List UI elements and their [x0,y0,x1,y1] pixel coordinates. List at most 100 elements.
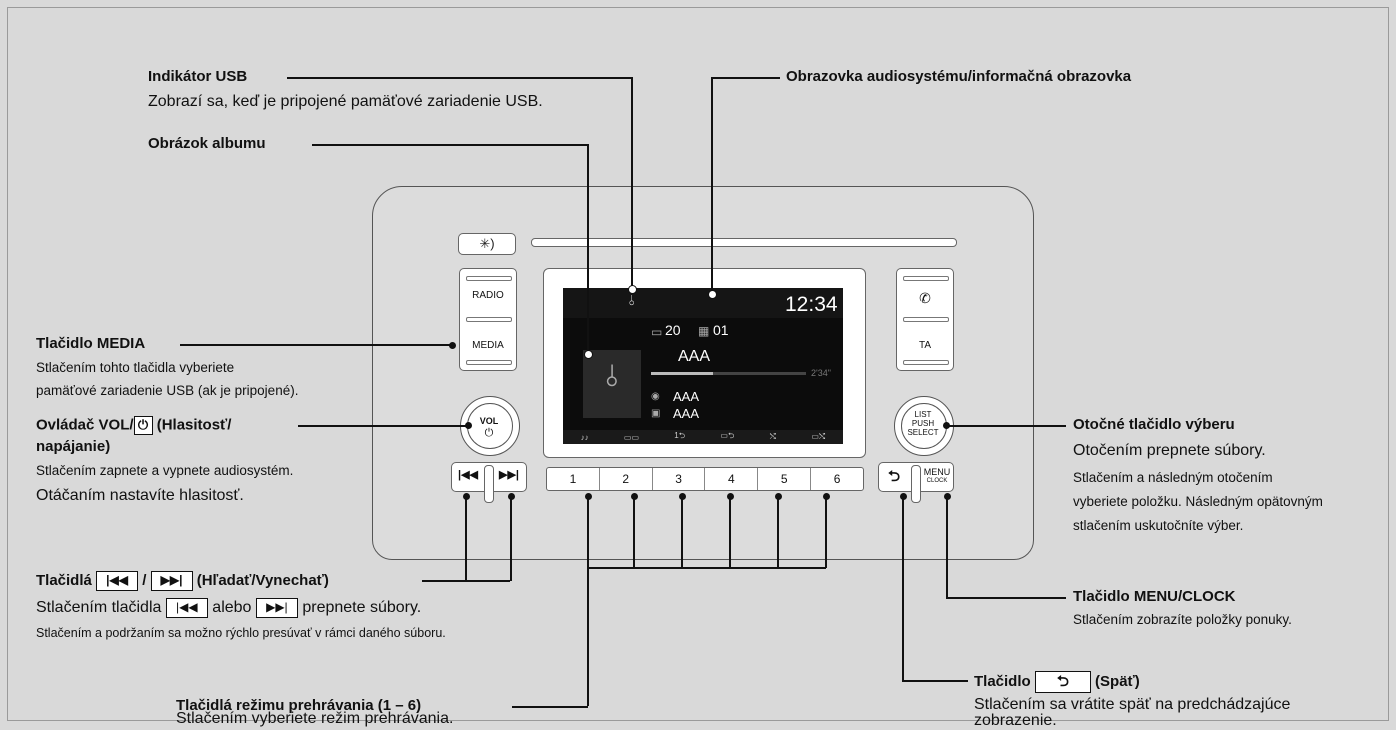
day-night-button[interactable]: ✳︎) [458,233,516,255]
skip-back-icon: |◀◀ [165,598,208,618]
vol-label: VOL [479,416,499,426]
screen-top-bar [563,288,843,318]
seek-back-button[interactable]: |◀◀ [458,469,478,481]
album-title: Obrázok albumu [148,135,266,152]
seek-forward-button[interactable]: ▶▶| [499,469,519,481]
seek-desc-1b: alebo [207,599,256,617]
phone-icon[interactable]: ✆ [919,290,931,306]
select-desc-1: Otočením prepnete súbory. [1073,442,1266,459]
play-mode-buttons: 1 2 3 4 5 6 [546,467,864,491]
play-mode-bar: ♪♪▭▭1⮌▭⮌⤭▭⤭ [563,430,843,444]
seek-desc-2: Stlačením a podržaním sa možno rýchlo pr… [36,626,446,640]
vol-knob-inner [467,403,513,449]
media-button[interactable]: MEDIA [472,340,504,351]
play-dot-1 [584,492,592,500]
play-dot-3 [678,492,686,500]
skip-forward-icon: ▶▶| [150,571,193,591]
mode-icon-5: ⤭ [769,432,777,441]
folder-icon: ▭ [651,325,663,339]
media-leader-dot [448,341,456,349]
play-leader-tail [512,706,588,708]
screen-title: Obrazovka audiosystému/informačná obrazo… [786,68,1132,85]
album-leader-h [312,144,588,146]
select-desc-3: vyberiete položku. Následným opätovným [1073,494,1323,509]
select-desc-4: stlačením uskutočníte výber. [1073,518,1244,533]
album-leader-v [587,144,589,354]
back-title-a: Tlačidlo [974,672,1031,690]
seek-leader-dot1 [462,492,470,500]
play-mode-button-1[interactable]: 1 [547,468,600,490]
back-button[interactable]: ⮌ [887,468,900,485]
disc-slot [531,238,957,247]
select-leader-h [946,425,1066,427]
media-divider [466,317,512,322]
time-remaining: 2'34" [811,368,831,378]
media-title: Tlačidlo MEDIA [36,335,146,352]
track-icon: ▦ [698,324,710,338]
select-leader-dot [942,421,950,429]
mode-icon-1: ♪♪ [580,432,589,442]
folder-number: 20 [665,322,681,338]
radio-button[interactable]: RADIO [472,290,504,301]
menu-button[interactable]: MENU [923,467,951,477]
back-leader-v [902,496,904,681]
seek-title-a: Tlačidlá [36,571,92,589]
artist-icon: ◉ [651,391,660,402]
usb-desc: Zobrazí sa, keď je pripojené pamäťové za… [148,93,543,110]
menu-title: Tlačidlo MENU/CLOCK [1073,588,1236,605]
back-leader-dot [899,492,907,500]
back-desc-1: Stlačením sa vrátite späť na predchádzaj… [974,696,1291,713]
mode-icon-6: ▭⤭ [811,432,826,441]
progress-bar [651,372,806,375]
play-leader-v4 [729,496,731,568]
album-art [583,350,641,418]
seek-leader-v2 [510,496,512,581]
select-label-1: LIST [914,410,932,419]
select-title: Otočné tlačidlo výberu [1073,416,1235,433]
play-leader-v2 [633,496,635,568]
play-leader-v5 [777,496,779,568]
usb-leader-h [287,77,631,79]
select-label-2: PUSH [911,419,935,428]
media-desc-2: pamäťové zariadenie USB (ak je pripojené… [36,383,299,398]
audio-screen: ⫰ 12:34 ⫰ ▭ 20 ▦ 01 AAA 2'34" ◉ AAA ▣ AA… [563,288,843,444]
vol-title-c: napájanie) [36,438,111,455]
seek-divider [484,465,494,503]
seek-desc-1c: prepnete súbory. [297,599,422,617]
vol-desc-2: Otáčaním nastavíte hlasitosť. [36,487,244,504]
vol-title-a: Ovládač VOL/ [36,416,134,434]
ta-divider-bottom [903,360,949,365]
phone-ta-block [896,268,954,371]
back-desc-2: zobrazenie. [974,712,1057,729]
usb-leader-dot [627,284,637,294]
clock-label: CLOCK [926,478,948,484]
seek-title-b: (Hľadať/Vynechať) [192,571,329,589]
media-desc-1: Stlačením tohto tlačidla vyberiete [36,360,235,375]
vol-leader-h [298,425,468,427]
play-mode-button-4[interactable]: 4 [705,468,759,490]
ta-button[interactable]: TA [918,340,932,351]
vol-leader-dot [464,421,472,429]
back-title: Tlačidlo ⮌ (Späť) [974,671,1140,693]
media-divider-bottom [466,360,512,365]
ta-divider [903,317,949,322]
seek-desc-1: Stlačením tlačidla |◀◀ alebo ▶▶| prepnet… [36,598,421,618]
usb-title: Indikátor USB [148,68,248,85]
vol-title-b: (Hlasitosť/ [152,416,232,434]
play-mode-button-5[interactable]: 5 [758,468,812,490]
seek-title: Tlačidlá |◀◀ / ▶▶| (Hľadať/Vynechať) [36,571,329,591]
seek-title-sep: / [138,571,151,589]
play-leader-v6 [825,496,827,568]
play-leader-v3 [681,496,683,568]
seek-leader-v1 [465,496,467,581]
play-mode-button-3[interactable]: 3 [653,468,706,490]
play-mode-button-2[interactable]: 2 [600,468,653,490]
usb-indicator-icon: ⫰ [629,292,636,308]
back-title-b: (Späť) [1090,672,1140,690]
select-knob-inner [901,403,947,449]
song-title: AAA [678,348,711,365]
play-mode-button-6[interactable]: 6 [833,472,841,486]
menu-divider [911,465,921,503]
play-dot-5 [774,492,782,500]
album-icon: ▣ [651,408,661,419]
